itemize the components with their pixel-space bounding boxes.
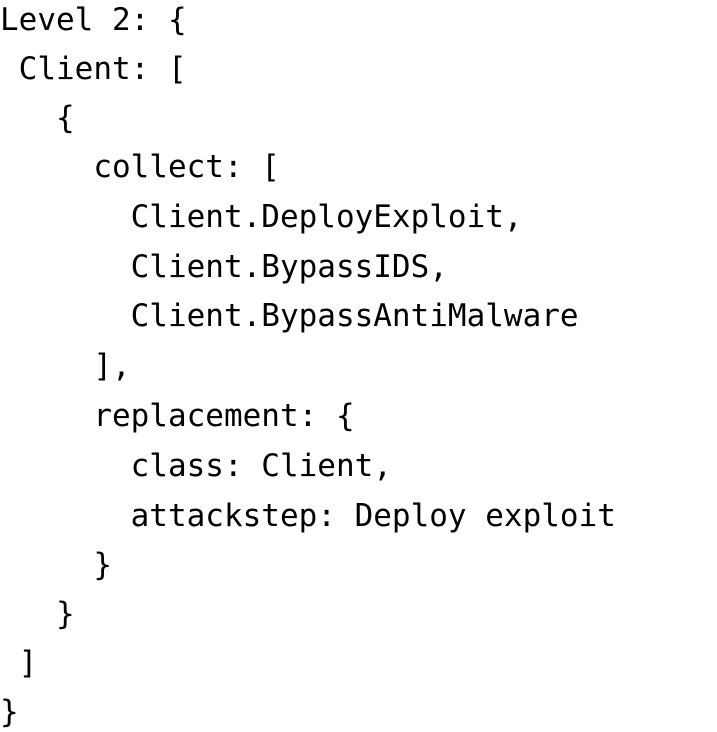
code-line: ], bbox=[0, 348, 131, 384]
code-line: class: Client, bbox=[0, 448, 392, 484]
code-line: collect: [ bbox=[0, 149, 280, 185]
code-line: Level 2: { bbox=[0, 2, 187, 38]
code-line: } bbox=[0, 596, 75, 632]
code-line: Client.DeployExploit, bbox=[0, 199, 523, 235]
code-line: Client.BypassAntiMalware bbox=[0, 298, 579, 334]
code-line: { bbox=[0, 100, 75, 136]
code-line: ] bbox=[0, 645, 38, 681]
code-line: Client: [ bbox=[0, 51, 187, 87]
code-line: } bbox=[0, 694, 19, 730]
code-line: replacement: { bbox=[0, 398, 355, 434]
code-line: } bbox=[0, 547, 112, 583]
code-line: attackstep: Deploy exploit bbox=[0, 498, 616, 534]
code-line: Client.BypassIDS, bbox=[0, 249, 448, 285]
